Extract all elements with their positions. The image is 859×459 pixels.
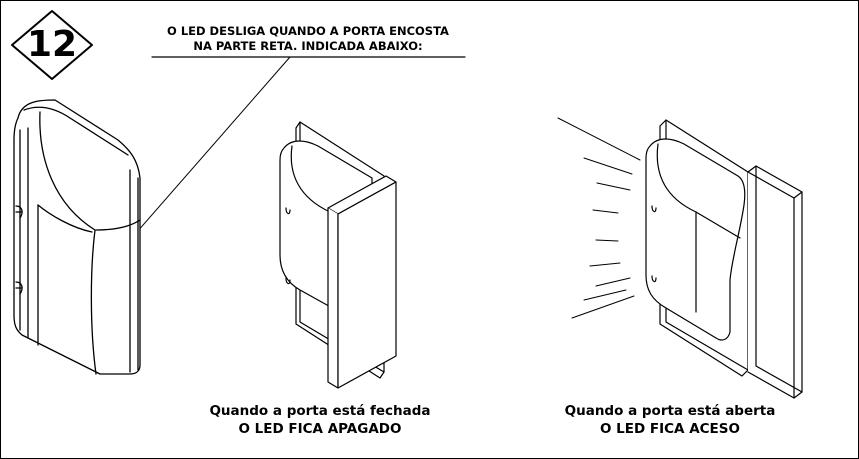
sensor-closed (280, 122, 396, 388)
step-badge-diamond (12, 11, 92, 79)
led-note-line-1: O LED DESLIGA QUANDO A PORTA ENCOSTA (167, 24, 449, 38)
caption-open: Quando a porta está aberta O LED FICA AC… (520, 402, 820, 438)
sensor-large (14, 100, 140, 374)
sensor-open (646, 120, 802, 398)
led-rays (558, 118, 640, 318)
led-note-line-2: NA PARTE RETA. INDICADA ABAIXO: (193, 39, 423, 53)
step-number: 12 (26, 24, 78, 65)
led-note: O LED DESLIGA QUANDO A PORTA ENCOSTA NA … (118, 24, 498, 54)
caption-closed-line-1: Quando a porta está fechada (209, 403, 431, 419)
step-badge: 12 (12, 11, 92, 79)
caption-open-line-2: O LED FICA ACESO (600, 421, 740, 437)
caption-open-line-1: Quando a porta está aberta (564, 403, 776, 419)
caption-closed-line-2: O LED FICA APAGADO (238, 421, 402, 437)
caption-closed: Quando a porta está fechada O LED FICA A… (170, 402, 470, 438)
